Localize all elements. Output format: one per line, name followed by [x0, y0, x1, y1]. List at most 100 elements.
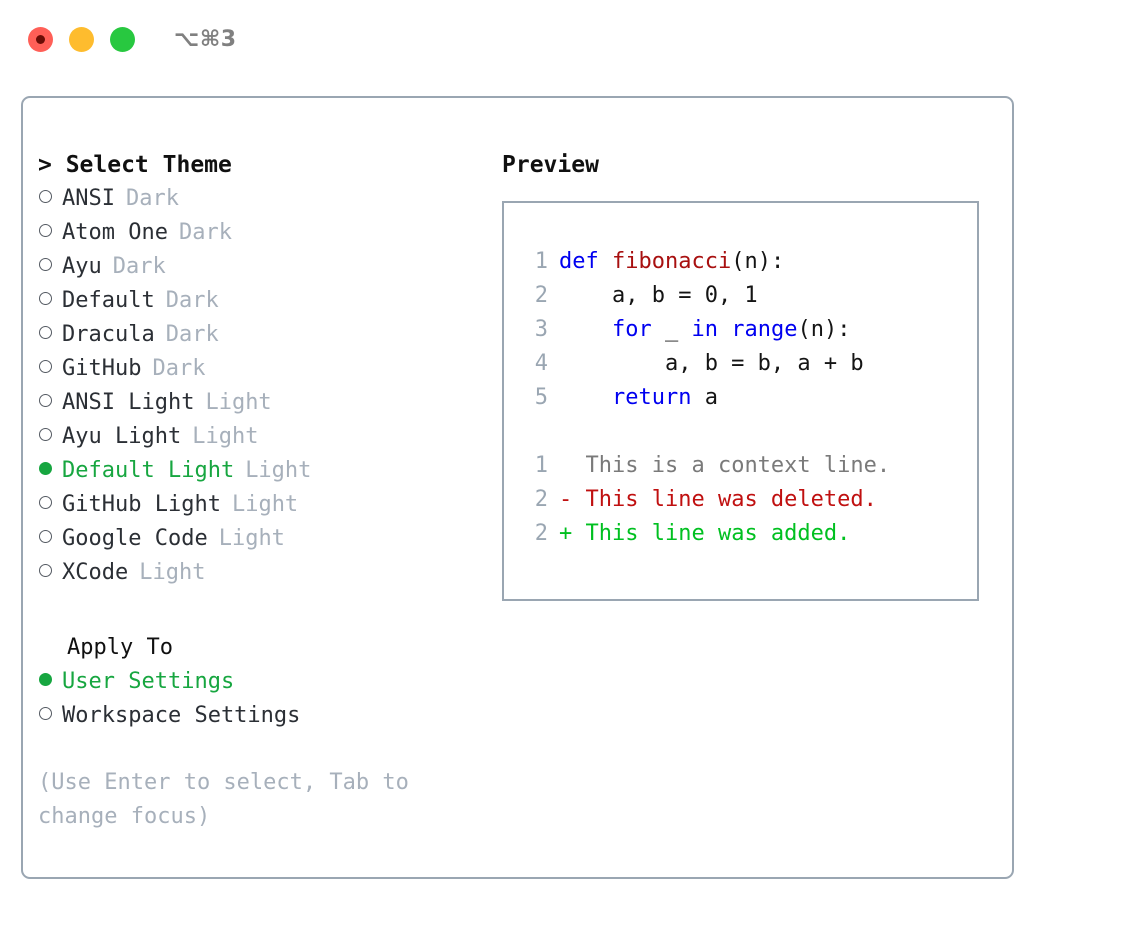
theme-option-google-code[interactable]: Google Code Light: [38, 522, 488, 556]
theme-option-default[interactable]: Default Dark: [38, 284, 488, 318]
theme-name-label: ANSI: [62, 186, 115, 211]
theme-variant-label: Dark: [178, 220, 232, 245]
code-token-plain: [559, 385, 612, 410]
radio-glyph: [39, 462, 52, 475]
code-token-plain: _: [651, 317, 692, 342]
theme-option-dracula[interactable]: Dracula Dark: [38, 318, 488, 352]
code-token-plain: a, b = b, a + b: [559, 351, 864, 376]
close-window-button[interactable]: [28, 26, 53, 52]
code-line-text: for _ in range(n):: [559, 313, 850, 347]
theme-variant-label: Light: [192, 424, 259, 449]
code-token-plain: a, b = 0, 1: [559, 283, 758, 308]
code-token-fn: fibonacci: [611, 249, 732, 274]
apply-to-label: Workspace Settings: [62, 703, 301, 728]
theme-variant-label: Light: [218, 526, 285, 551]
code-line-text: a, b = 0, 1: [559, 279, 758, 313]
theme-variant-label: Dark: [125, 186, 179, 211]
apply-to-option-workspace-settings[interactable]: Workspace Settings: [38, 699, 488, 733]
radio-glyph: [39, 394, 52, 407]
code-token-kw: return: [611, 385, 692, 410]
keyboard-hint-text: (Use Enter to select, Tab to change focu…: [38, 770, 409, 829]
theme-name-label: Ayu: [62, 254, 102, 279]
diff-text: This line was deleted.: [585, 487, 877, 512]
theme-option-xcode[interactable]: XCode Light: [38, 556, 488, 590]
code-token-plain: (n):: [797, 317, 851, 342]
line-number: 1: [534, 453, 548, 478]
line-number: 1: [534, 249, 548, 274]
theme-name-label: GitHub: [62, 356, 142, 381]
diff-marker: -: [559, 487, 586, 512]
radio-glyph: [39, 673, 52, 686]
theme-option-ayu[interactable]: Ayu Dark: [38, 250, 488, 284]
radio-glyph: [39, 258, 52, 271]
title-bar: ⌥⌘3: [0, 0, 1140, 78]
theme-variant-label: Light: [139, 560, 206, 585]
theme-option-github-light[interactable]: GitHub Light Light: [38, 488, 488, 522]
minimize-window-button[interactable]: [69, 26, 94, 52]
theme-variant-label: Dark: [112, 254, 166, 279]
radio-glyph: [39, 224, 52, 237]
theme-name-label: Default: [62, 288, 155, 313]
theme-name-label: Google Code: [62, 526, 208, 551]
radio-glyph: [39, 530, 52, 543]
theme-variant-label: Dark: [165, 288, 219, 313]
radio-glyph: [39, 564, 52, 577]
keyboard-shortcut-label: ⌥⌘3: [174, 26, 237, 52]
code-line: 1 def fibonacci(n):: [522, 245, 890, 279]
code-token-plain: [718, 317, 731, 342]
diff-text: This line was added.: [585, 521, 851, 546]
diff-line-added: 2 + This line was added.: [522, 517, 890, 551]
code-line-text: a, b = b, a + b: [559, 347, 864, 381]
line-number: 2: [534, 487, 548, 512]
code-token-kw: def: [559, 249, 612, 274]
radio-glyph: [39, 496, 52, 509]
theme-name-label: Dracula: [62, 322, 155, 347]
code-line: 3 for _ in range(n):: [522, 313, 890, 347]
code-line: 2 a, b = 0, 1: [522, 279, 890, 313]
code-line: 4 a, b = b, a + b: [522, 347, 890, 381]
preview-heading: Preview: [502, 152, 599, 178]
diff-marker: +: [559, 521, 586, 546]
code-blank-line: [522, 415, 890, 449]
apply-to-option-user-settings[interactable]: User Settings: [38, 665, 488, 699]
line-number: 2: [534, 521, 548, 546]
code-token-kw: for: [611, 317, 652, 342]
theme-name-label: GitHub Light: [62, 492, 221, 517]
theme-variant-label: Light: [231, 492, 299, 517]
theme-option-github[interactable]: GitHub Dark: [38, 352, 488, 386]
select-theme-heading: > Select Theme: [38, 152, 232, 178]
line-number: 2: [534, 283, 548, 308]
code-line-text: def fibonacci(n):: [559, 245, 784, 279]
theme-variant-label: Dark: [165, 322, 219, 347]
line-number: 3: [534, 317, 548, 342]
code-token-kw: range: [731, 317, 798, 342]
theme-option-default-light[interactable]: Default Light Light: [38, 454, 488, 488]
theme-name-label: Default Light: [62, 458, 235, 483]
apply-to-heading: Apply To: [67, 635, 173, 660]
code-line-text: return a: [559, 381, 718, 415]
theme-name-label: XCode: [62, 560, 129, 585]
theme-variant-label: Dark: [152, 356, 206, 381]
theme-variant-label: Light: [245, 458, 312, 483]
diff-marker: [559, 449, 586, 483]
maximize-window-button[interactable]: [110, 26, 135, 52]
radio-glyph: [39, 190, 52, 203]
diff-text: This is a context line.: [585, 453, 891, 478]
diff-line-context: 1 This is a context line.: [522, 449, 890, 483]
close-icon: [36, 34, 45, 44]
radio-glyph: [39, 292, 52, 305]
radio-glyph: [39, 360, 52, 373]
theme-option-ansi[interactable]: ANSI Dark: [38, 182, 488, 216]
code-token-kw: in: [691, 317, 718, 342]
